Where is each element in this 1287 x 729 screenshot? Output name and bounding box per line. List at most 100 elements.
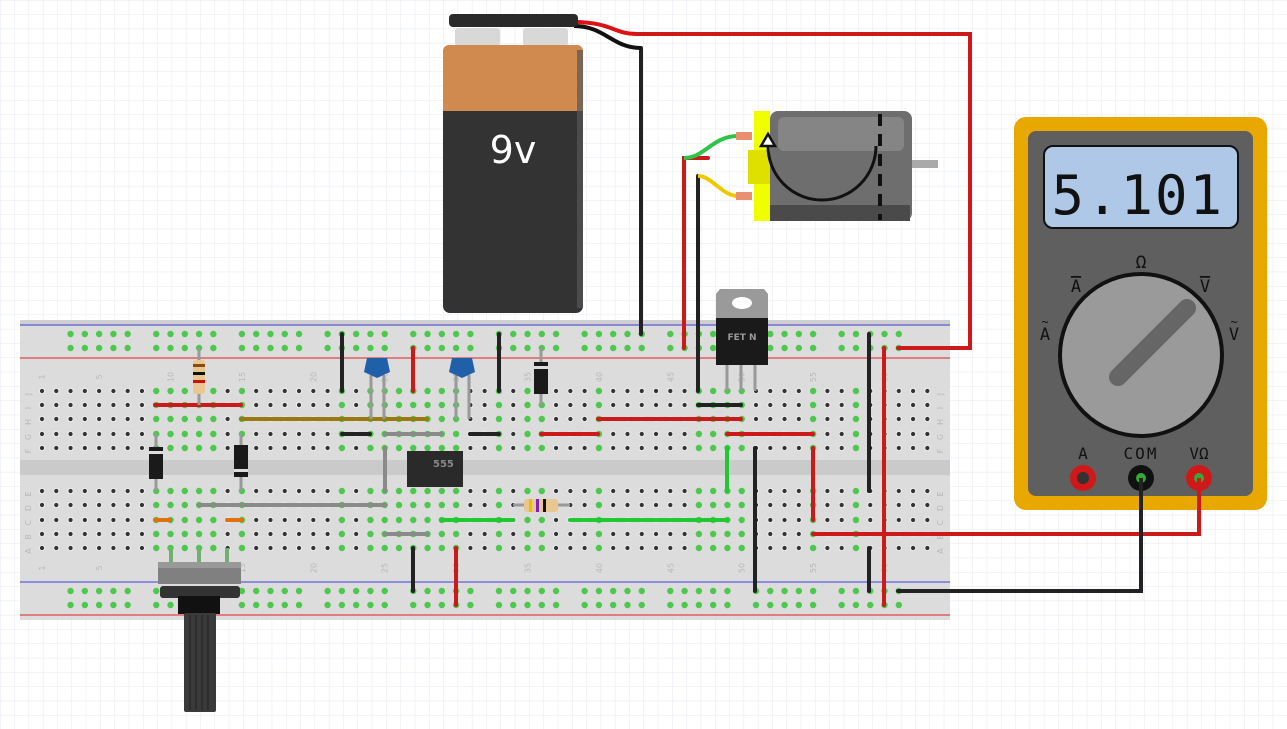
breadboard-hole[interactable] <box>96 501 103 509</box>
resistor-vertical[interactable] <box>193 348 205 405</box>
breadboard-hole[interactable] <box>381 601 388 609</box>
breadboard-hole[interactable] <box>253 344 260 352</box>
breadboard-hole[interactable] <box>38 530 46 538</box>
breadboard-hole[interactable] <box>124 601 131 609</box>
breadboard-hole[interactable] <box>324 516 331 524</box>
breadboard-hole[interactable] <box>667 544 674 552</box>
breadboard-hole[interactable] <box>638 587 645 595</box>
breadboard-hole[interactable] <box>167 344 174 352</box>
breadboard-hole[interactable] <box>110 387 117 395</box>
breadboard-hole[interactable] <box>638 401 645 409</box>
breadboard-hole[interactable] <box>110 344 117 352</box>
breadboard-hole[interactable] <box>895 487 902 495</box>
breadboard-hole[interactable] <box>909 516 917 524</box>
breadboard-hole[interactable] <box>581 487 588 495</box>
breadboard-hole[interactable] <box>138 415 146 423</box>
breadboard-hole[interactable] <box>96 401 103 409</box>
breadboard-hole[interactable] <box>624 387 631 395</box>
breadboard-hole[interactable] <box>67 444 74 452</box>
breadboard-hole[interactable] <box>510 487 517 495</box>
breadboard-hole[interactable] <box>67 587 74 595</box>
breadboard-hole[interactable] <box>53 430 60 438</box>
breadboard-hole[interactable] <box>81 401 88 409</box>
breadboard-hole[interactable] <box>96 415 103 423</box>
breadboard-hole[interactable] <box>124 544 131 552</box>
breadboard-hole[interactable] <box>581 330 588 338</box>
breadboard-hole[interactable] <box>852 401 860 409</box>
breadboard-hole[interactable] <box>324 601 331 609</box>
breadboard-hole[interactable] <box>510 530 517 538</box>
breadboard-hole[interactable] <box>667 501 674 509</box>
breadboard-hole[interactable] <box>153 330 160 338</box>
breadboard-hole[interactable] <box>538 487 545 495</box>
breadboard-hole[interactable] <box>667 330 674 338</box>
breadboard-hole[interactable] <box>510 401 517 409</box>
breadboard-hole[interactable] <box>238 387 246 395</box>
breadboard-hole[interactable] <box>838 516 845 524</box>
breadboard-hole[interactable] <box>595 330 603 338</box>
breadboard-hole[interactable] <box>767 387 774 395</box>
probe-wire-black[interactable] <box>896 476 1143 593</box>
breadboard-hole[interactable] <box>452 430 460 438</box>
breadboard-hole[interactable] <box>852 344 860 352</box>
breadboard-hole[interactable] <box>524 516 531 524</box>
breadboard-hole[interactable] <box>795 330 803 338</box>
breadboard-hole[interactable] <box>610 487 617 495</box>
breadboard-hole[interactable] <box>110 444 117 452</box>
breadboard-hole[interactable] <box>467 344 474 352</box>
breadboard-hole[interactable] <box>210 530 217 538</box>
breadboard-hole[interactable] <box>181 487 188 495</box>
breadboard-hole[interactable] <box>167 501 174 509</box>
breadboard-hole[interactable] <box>67 487 74 495</box>
breadboard-hole[interactable] <box>81 387 88 395</box>
breadboard-hole[interactable] <box>438 501 446 509</box>
breadboard-hole[interactable] <box>738 544 745 552</box>
breadboard-hole[interactable] <box>167 415 174 423</box>
breadboard-hole[interactable] <box>267 344 274 352</box>
breadboard-hole[interactable] <box>667 430 674 438</box>
breadboard-hole[interactable] <box>595 444 603 452</box>
breadboard-hole[interactable] <box>538 601 545 609</box>
breadboard-hole[interactable] <box>96 530 103 538</box>
breadboard-hole[interactable] <box>210 444 217 452</box>
breadboard-hole[interactable] <box>781 516 788 524</box>
breadboard-hole[interactable] <box>510 601 517 609</box>
breadboard-hole[interactable] <box>924 401 931 409</box>
breadboard-hole[interactable] <box>838 415 845 423</box>
breadboard-hole[interactable] <box>452 444 460 452</box>
breadboard-hole[interactable] <box>481 401 488 409</box>
breadboard-hole[interactable] <box>510 544 517 552</box>
breadboard-hole[interactable] <box>681 587 688 595</box>
breadboard-hole[interactable] <box>395 401 403 409</box>
breadboard-hole[interactable] <box>38 444 46 452</box>
breadboard-hole[interactable] <box>267 444 274 452</box>
breadboard-hole[interactable] <box>224 444 231 452</box>
breadboard-hole[interactable] <box>495 501 503 509</box>
breadboard-hole[interactable] <box>438 487 446 495</box>
breadboard-hole[interactable] <box>124 401 131 409</box>
breadboard-hole[interactable] <box>267 430 274 438</box>
breadboard-hole[interactable] <box>253 487 260 495</box>
breadboard-hole[interactable] <box>852 415 860 423</box>
breadboard-hole[interactable] <box>452 487 460 495</box>
breadboard-hole[interactable] <box>410 487 417 495</box>
breadboard-hole[interactable] <box>838 587 845 595</box>
breadboard-hole[interactable] <box>410 501 417 509</box>
breadboard-hole[interactable] <box>838 444 845 452</box>
breadboard-hole[interactable] <box>195 444 203 452</box>
diode[interactable] <box>534 348 548 405</box>
breadboard-hole[interactable] <box>924 516 931 524</box>
breadboard-hole[interactable] <box>567 401 574 409</box>
breadboard-hole[interactable] <box>310 387 317 395</box>
breadboard-hole[interactable] <box>709 430 717 438</box>
breadboard-hole[interactable] <box>852 444 860 452</box>
breadboard-hole[interactable] <box>724 587 731 595</box>
breadboard-hole[interactable] <box>709 330 717 338</box>
breadboard-hole[interactable] <box>667 601 674 609</box>
breadboard-hole[interactable] <box>353 487 360 495</box>
breadboard-hole[interactable] <box>510 387 517 395</box>
breadboard-hole[interactable] <box>410 401 417 409</box>
breadboard-hole[interactable] <box>381 516 388 524</box>
breadboard-hole[interactable] <box>253 387 260 395</box>
breadboard-hole[interactable] <box>538 544 545 552</box>
